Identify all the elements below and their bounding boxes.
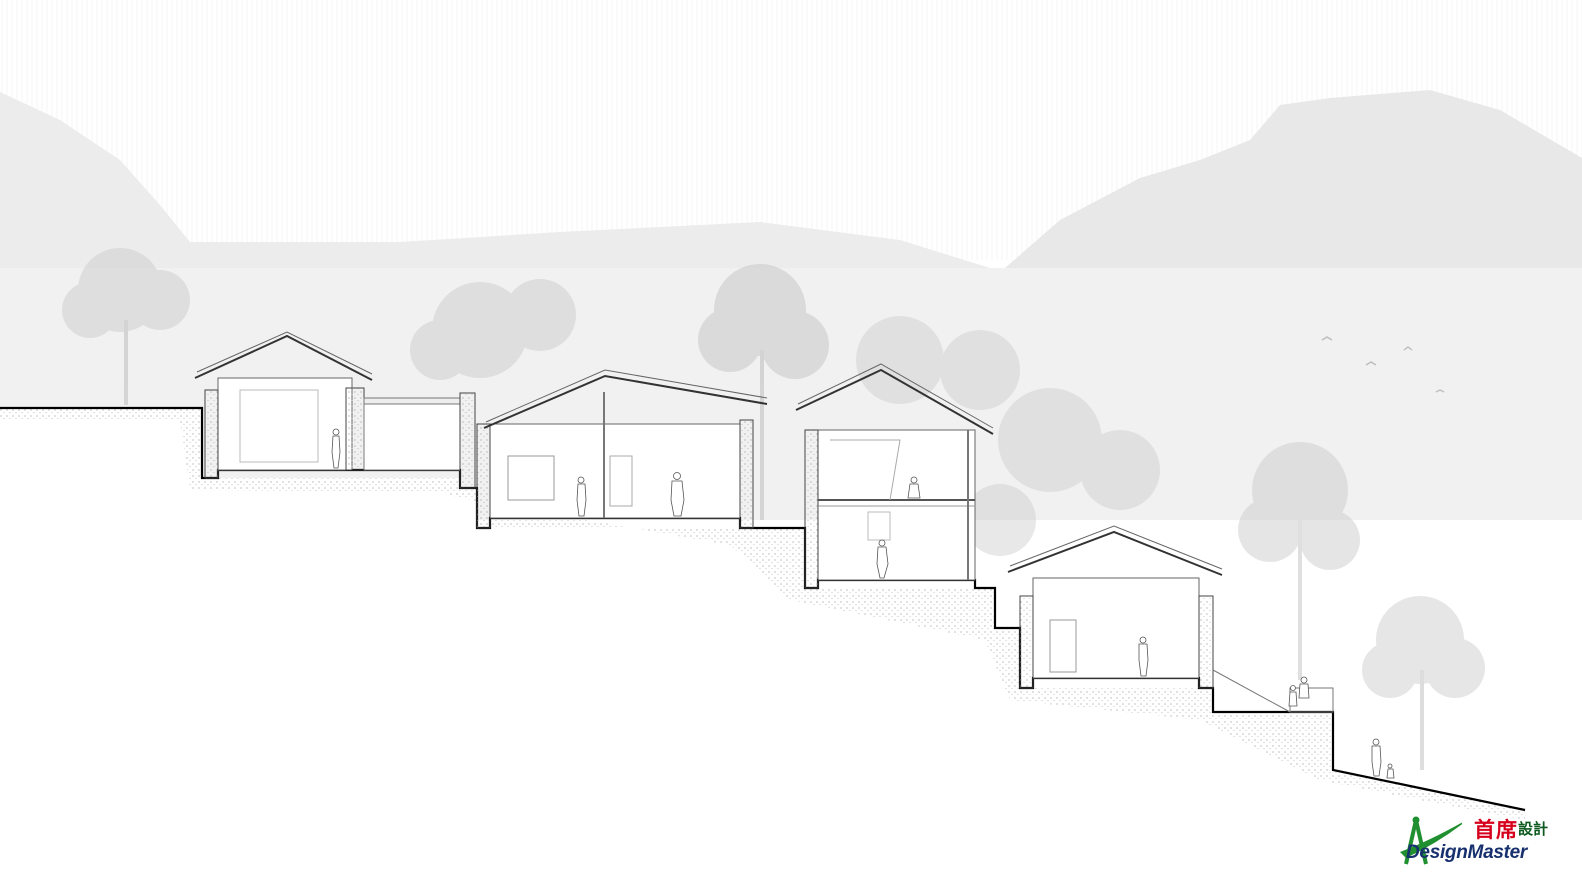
person-icon: [907, 476, 921, 499]
logo-brand-text: DesignMaster: [1406, 842, 1527, 863]
logo-chinese-primary: 首席: [1474, 818, 1518, 842]
house-1: [194, 331, 476, 489]
person-icon: [1138, 636, 1149, 677]
mountain-left: [0, 92, 1000, 268]
person-icon: [876, 539, 889, 579]
tree-icon: [62, 248, 190, 405]
person-icon: [670, 472, 685, 517]
house-2: [476, 369, 768, 529]
logo-chinese-secondary: 設計: [1518, 820, 1549, 838]
house-4: [1007, 525, 1334, 713]
compass-logo-icon: [1400, 816, 1462, 865]
designmaster-logo: 首席 設計 DesignMaster: [1392, 812, 1572, 872]
tree-icon: [1238, 442, 1360, 680]
bird-icon: [1321, 336, 1445, 393]
tree-icon: [856, 316, 1160, 556]
ground-mass: [0, 408, 1582, 877]
person-icon: [331, 428, 341, 469]
person-icon: [1288, 676, 1310, 707]
person-icon: [1371, 738, 1395, 779]
tree-icon: [1362, 596, 1485, 770]
person-icon: [576, 476, 587, 517]
tree-icon: [410, 279, 576, 380]
house-3: [795, 363, 994, 589]
tree-icon: [698, 264, 829, 520]
